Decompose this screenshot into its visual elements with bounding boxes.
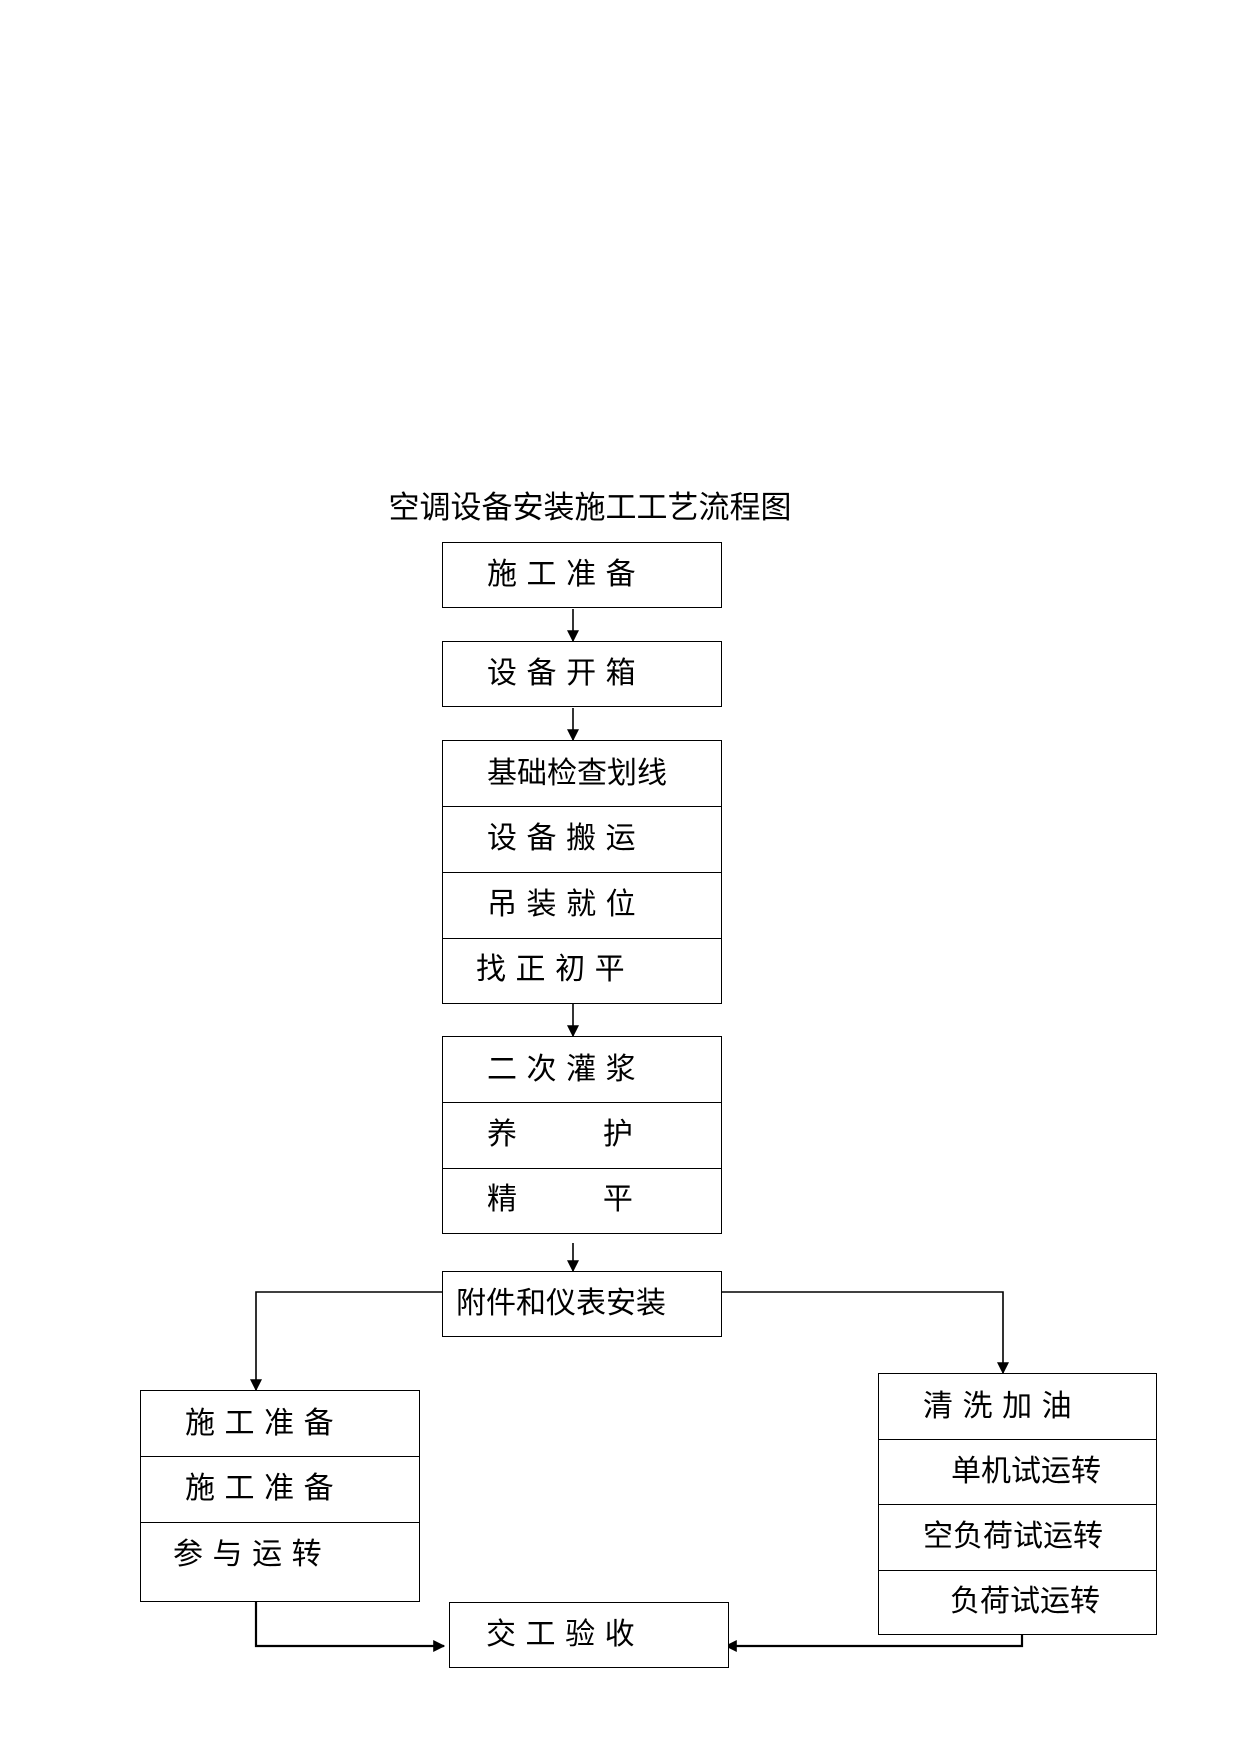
arrow-right-branch-to-acceptance	[724, 1635, 1024, 1652]
arrow-left-branch-to-acceptance	[254, 1602, 446, 1652]
step-curing: 养 护	[443, 1102, 721, 1168]
step-fine-leveling: 精 平	[443, 1168, 721, 1232]
step-hoisting-positioning: 吊 装 就 位	[443, 872, 721, 938]
step-secondary-grouting: 二 次 灌 浆	[487, 1052, 636, 1087]
left-branch-item: 参 与 运 转	[141, 1522, 419, 1600]
right-branch-item: 负荷试运转	[879, 1570, 1156, 1634]
arrow-accessories-to-left-branch	[250, 1291, 443, 1392]
step-foundation-check: 基础检查划线	[487, 756, 667, 791]
step-group-installation: 基础检查划线 设 备 搬 运 吊 装 就 位 找 正 初 平	[442, 740, 722, 1004]
right-branch-group: 清 洗 加 油 单机试运转 空负荷试运转 负荷试运转	[878, 1373, 1157, 1635]
right-branch-item: 空负荷试运转	[879, 1504, 1156, 1570]
step-initial-leveling: 找 正 初 平	[443, 938, 721, 1002]
step-equipment-moving: 设 备 搬 运	[443, 806, 721, 872]
step-handover-acceptance: 交 工 验 收	[449, 1602, 729, 1668]
step-label: 附件和仪表安装	[456, 1286, 666, 1321]
left-branch-item: 施 工 准 备	[185, 1406, 334, 1441]
left-branch-group: 施 工 准 备 施 工 准 备 参 与 运 转	[140, 1390, 420, 1602]
right-branch-item: 清 洗 加 油	[923, 1389, 1072, 1424]
step-accessories-instruments: 附件和仪表安装	[442, 1271, 722, 1337]
step-group-grouting: 二 次 灌 浆 养 护 精 平	[442, 1036, 722, 1234]
step-label: 施 工 准 备	[487, 557, 636, 592]
step-label: 交 工 验 收	[486, 1617, 635, 1652]
step-label: 设 备 开 箱	[487, 656, 636, 691]
arrow-accessories-to-right-branch	[722, 1291, 1009, 1375]
diagram-title: 空调设备安装施工工艺流程图	[388, 490, 792, 526]
left-branch-item: 施 工 准 备	[141, 1456, 419, 1522]
step-construction-prep: 施 工 准 备	[442, 542, 722, 608]
right-branch-item: 单机试运转	[879, 1439, 1156, 1504]
step-equipment-unboxing: 设 备 开 箱	[442, 641, 722, 707]
